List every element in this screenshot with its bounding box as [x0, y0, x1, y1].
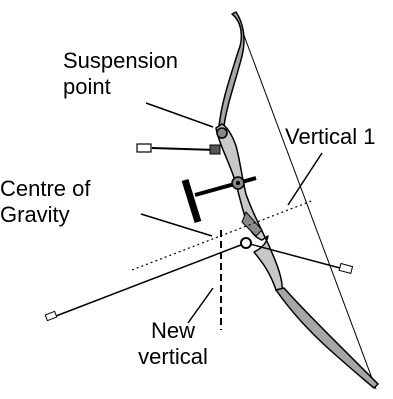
- lower-limb: [275, 287, 379, 389]
- bow-string: [235, 13, 377, 390]
- vertical-1-label-text: Vertical 1: [285, 124, 376, 149]
- centre-of-gravity-label-line-2: Gravity: [0, 202, 70, 227]
- vertical-1-leader: [287, 152, 323, 206]
- stabilizer-rod-left: [55, 242, 247, 317]
- sight-bar: [194, 176, 257, 197]
- stabilizer-tip-left-icon: [44, 310, 58, 322]
- sight-block-icon: [181, 178, 202, 224]
- centre-of-gravity-leader: [140, 213, 213, 237]
- sight-mount-center: [236, 181, 240, 185]
- centre-of-gravity-label-line-1: Centre of: [0, 176, 91, 201]
- upper-arrow-fitting: [209, 144, 221, 155]
- lower-pivot: [240, 237, 252, 249]
- vertical-1-line: [131, 199, 315, 271]
- suspension-leader: [145, 102, 214, 128]
- new-vertical-leader: [187, 287, 214, 324]
- suspension-point-label-line-1: Suspension: [63, 48, 178, 73]
- upper-arrow-shaft: [151, 147, 217, 151]
- suspension-point-marker: [216, 127, 228, 139]
- stabilizer-rod-right: [245, 242, 341, 269]
- suspension-point-label: Suspension point: [63, 48, 178, 100]
- new-vertical-label: New vertical: [118, 318, 228, 370]
- new-vertical-label-line-1: New: [150, 318, 195, 343]
- suspension-point-label-line-2: point: [63, 74, 111, 99]
- vertical-1-label: Vertical 1: [285, 124, 376, 150]
- new-vertical-label-line-2: vertical: [138, 344, 208, 369]
- stabilizer-tip-right-icon: [338, 262, 354, 275]
- riser: [215, 123, 284, 295]
- grip: [241, 211, 263, 237]
- upper-limb: [218, 11, 245, 127]
- centre-of-gravity-label: Centre of Gravity: [0, 176, 91, 228]
- upper-arrow-nock-icon: [136, 143, 152, 153]
